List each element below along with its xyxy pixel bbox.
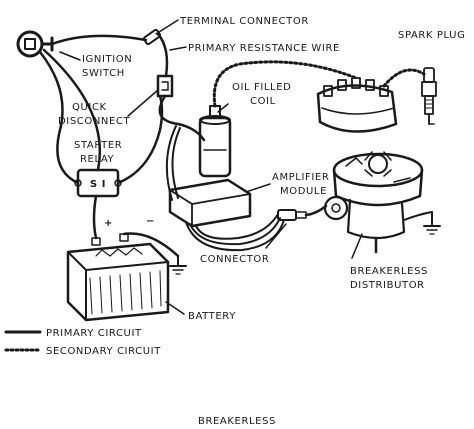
label-battery: BATTERY bbox=[188, 311, 236, 322]
starter-relay-icon: S I bbox=[74, 168, 122, 198]
label-relay: RELAY bbox=[80, 154, 115, 165]
label-minus: − bbox=[146, 216, 155, 227]
label-spark-plug: SPARK PLUG bbox=[398, 30, 465, 41]
leader-lines bbox=[59, 19, 363, 315]
label-plus: + bbox=[104, 218, 113, 229]
label-disconnect: DISCONNECT bbox=[58, 116, 131, 127]
quick-disconnect-icon bbox=[156, 74, 174, 98]
amplifier-module-icon bbox=[168, 178, 252, 228]
spark-plug-icon bbox=[421, 67, 437, 125]
primary-circuit-wires bbox=[38, 32, 433, 258]
label-oil-filled: OIL FILLED bbox=[232, 82, 291, 93]
label-quick: QUICK bbox=[72, 102, 107, 113]
label-amplifier: AMPLIFIER bbox=[272, 172, 329, 183]
terminal-connector-icon bbox=[142, 28, 162, 46]
relay-mark: S I bbox=[90, 179, 106, 190]
ignition-coil-icon bbox=[198, 105, 232, 178]
legend-secondary-label: SECONDARY CIRCUIT bbox=[46, 346, 161, 357]
label-primary-resistance-wire: PRIMARY RESISTANCE WIRE bbox=[188, 43, 340, 54]
label-switch: SWITCH bbox=[82, 68, 125, 79]
label-module: MODULE bbox=[280, 186, 327, 197]
label-distributor: DISTRIBUTOR bbox=[350, 280, 425, 291]
label-connector: CONNECTOR bbox=[200, 254, 269, 265]
label-starter: STARTER bbox=[74, 140, 122, 151]
label-terminal-connector: TERMINAL CONNECTOR bbox=[179, 16, 309, 27]
caption: BREAKERLESS bbox=[198, 416, 276, 427]
label-breakerless: BREAKERLESS bbox=[350, 266, 428, 277]
connector-plug-icon bbox=[277, 209, 307, 221]
label-coil: COIL bbox=[250, 96, 276, 107]
breakerless-distributor-icon bbox=[323, 151, 424, 254]
distributor-cap-icon bbox=[316, 77, 398, 133]
legend: PRIMARY CIRCUIT SECONDARY CIRCUIT bbox=[4, 328, 161, 357]
secondary-circuit-wires bbox=[212, 60, 426, 108]
label-ignition: IGNITION bbox=[82, 54, 132, 65]
ground-symbol-icon bbox=[169, 211, 441, 275]
battery-icon bbox=[66, 233, 170, 322]
legend-primary-label: PRIMARY CIRCUIT bbox=[46, 328, 142, 339]
